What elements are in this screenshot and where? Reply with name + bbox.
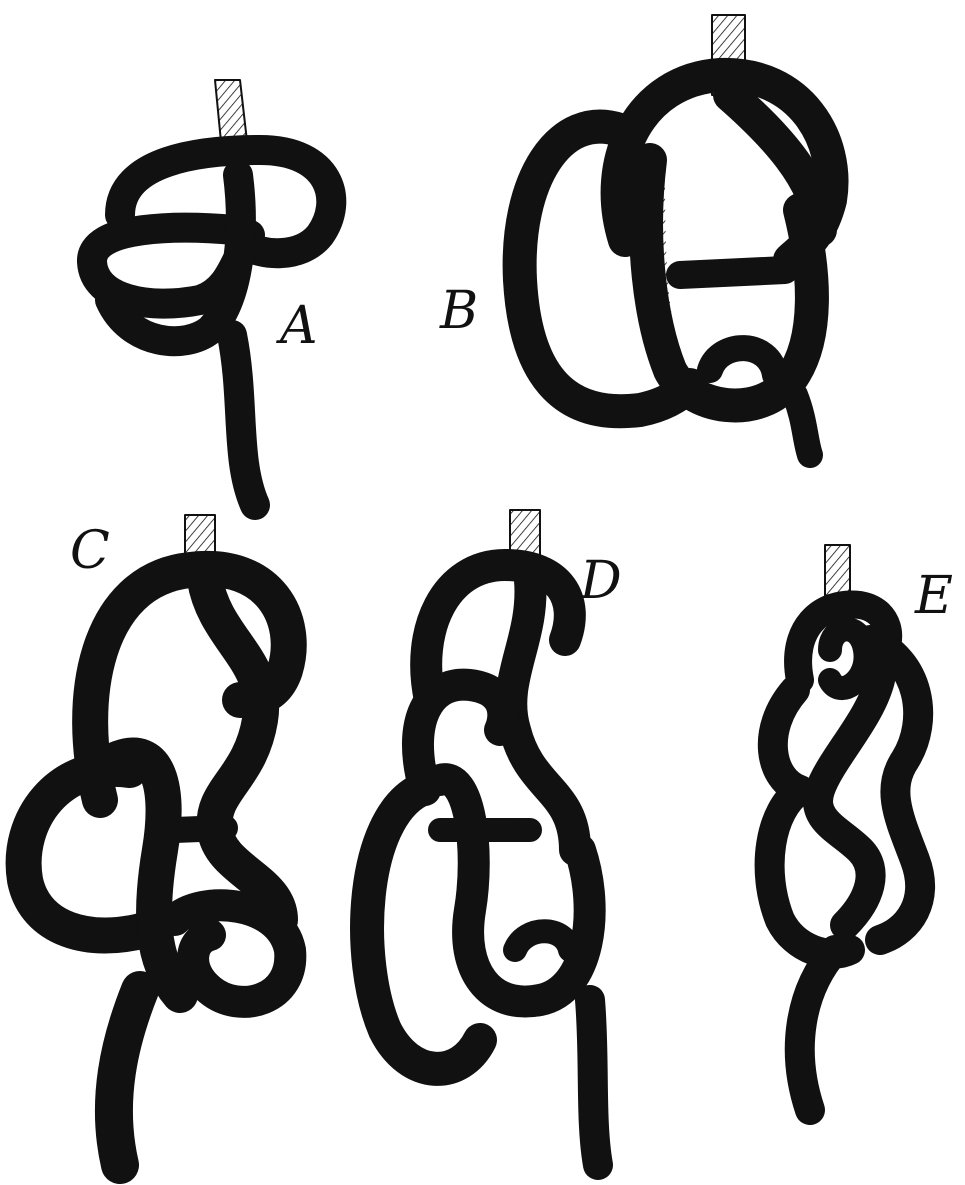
figure-label-e: E [915,570,953,622]
knot-figure-c [24,515,291,1165]
figure-label-a: A [280,300,318,352]
figure-label-c: C [70,525,110,577]
knot-figure-d [367,510,598,1165]
figure-label-b: B [440,285,478,337]
knot-figure-e [770,545,921,1110]
figure-label-d: D [580,555,622,607]
knot-figure-b [520,15,832,455]
knot-figure-a [92,80,331,505]
